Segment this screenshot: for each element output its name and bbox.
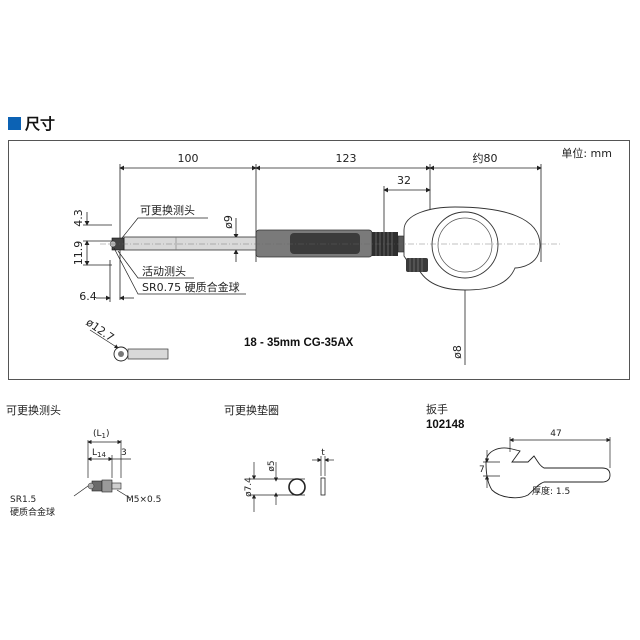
head-dim-l1-open: (L (93, 429, 102, 439)
washer-title: 可更换垫圈 (224, 403, 279, 417)
dim-11-9: 11.9 (72, 241, 85, 266)
main-dimension-panel (8, 140, 630, 380)
head-sr: SR1.5 (10, 495, 36, 505)
dim-dia-12-7: ø12.7 (83, 316, 116, 345)
dim-100: 100 (178, 152, 199, 165)
head-inset (89, 329, 169, 362)
dim-123: 123 (336, 152, 357, 165)
head-dim-3: 3 (121, 448, 127, 458)
section-title: 尺寸 (25, 114, 56, 133)
heading-marker (8, 116, 21, 130)
callout-interchangeable-head: 可更换测头 (140, 203, 195, 217)
wrench-dim-7: 7 (479, 465, 485, 475)
wrench-dim-47: 47 (550, 429, 561, 439)
head-sr-material: 硬质合金球 (10, 506, 55, 518)
svg-text:(L1): (L1) (93, 429, 110, 440)
wrench-title: 扳手 (426, 402, 448, 416)
dim-dia-9: ø9 (222, 215, 235, 229)
wrench-code: 102148 (426, 419, 465, 431)
interchangeable-head-drawing: 可更换测头 (L1) L14 3 SR1.5 硬质合金球 M5×0.5 (6, 403, 161, 518)
dim-80: 约80 (473, 152, 498, 165)
wrench-thickness: 厚度: 1.5 (532, 485, 570, 497)
washer-dia-7-4: ø7.4 (244, 477, 254, 497)
dim-32: 32 (397, 174, 411, 187)
gauge-body (100, 206, 560, 295)
wrench-drawing: 扳手 102148 47 7 厚度: 1.5 (426, 402, 611, 499)
washer-drawing: 可更换垫圈 ø5 ø7.4 t (224, 403, 334, 512)
svg-text:L14: L14 (92, 448, 106, 459)
unit-label: 单位: mm (561, 146, 612, 160)
head-dim-l14: L (92, 448, 97, 458)
washer-dia-5: ø5 (267, 460, 277, 471)
head-dim-l1-close: ) (106, 429, 110, 439)
head-thread: M5×0.5 (126, 495, 161, 505)
callout-ball: SR0.75 硬质合金球 (142, 280, 240, 294)
head-dim-l14-sub: 14 (97, 451, 106, 459)
callout-movable-head: 活动测头 (142, 265, 186, 278)
dim-6-4: 6.4 (79, 290, 97, 303)
washer-t: t (321, 448, 325, 458)
model-label: 18 - 35mm CG-35AX (244, 337, 354, 349)
main-view (83, 164, 542, 365)
section-heading: 尺寸 (8, 114, 56, 133)
head-title: 可更换测头 (6, 403, 61, 417)
dim-dia-8: ø8 (451, 345, 464, 359)
dim-4-3: 4.3 (72, 209, 85, 227)
head-dim-l1-sub: 1 (102, 432, 106, 440)
